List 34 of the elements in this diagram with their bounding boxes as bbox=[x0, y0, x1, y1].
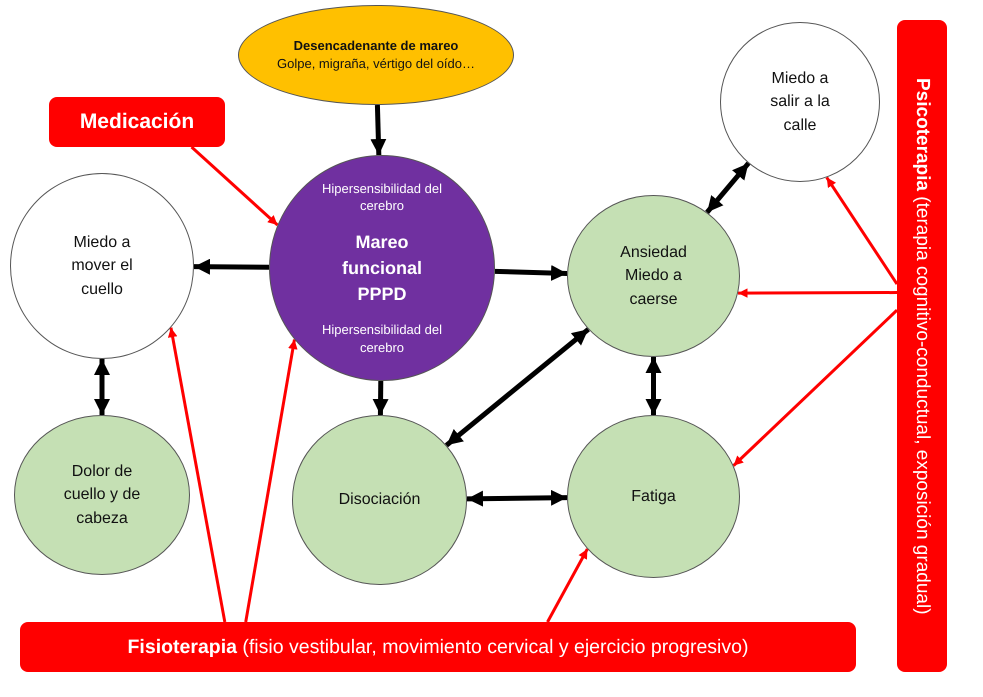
node-label: Ansiedad bbox=[620, 243, 687, 264]
node-label: Fatiga bbox=[631, 486, 676, 507]
arrow bbox=[244, 339, 298, 622]
arrow bbox=[732, 309, 898, 467]
arrow bbox=[738, 288, 897, 298]
node-label: Fisioterapia (fisio vestibular, movimiento cervical y ejercicio progresivo) bbox=[128, 634, 748, 660]
treatment-bar bbox=[20, 622, 856, 672]
node-label: Miedo a mover el cuello bbox=[70, 233, 134, 300]
node-label: Disociación bbox=[338, 490, 420, 510]
arrow bbox=[190, 146, 279, 226]
arrow bbox=[444, 327, 590, 448]
arrow bbox=[825, 176, 898, 285]
node-label: Medicación bbox=[80, 108, 194, 135]
node-label: Miedo a caerse bbox=[624, 266, 683, 310]
node-label: Miedo a salir a la calle bbox=[769, 69, 831, 136]
arrow bbox=[646, 357, 662, 415]
arrow bbox=[94, 359, 110, 415]
arrow bbox=[168, 327, 226, 622]
node-label: Mareo funcional PPPD bbox=[341, 230, 423, 306]
arrow bbox=[705, 162, 750, 214]
node-label: Desencadenante de mareo bbox=[294, 37, 458, 55]
node-label: Golpe, migraña, vértigo del oído… bbox=[277, 55, 475, 73]
arrow bbox=[194, 258, 270, 275]
treatment-bar bbox=[897, 20, 947, 672]
arrow bbox=[466, 490, 568, 507]
arrow bbox=[494, 264, 568, 281]
arrow bbox=[372, 380, 389, 416]
node-label: Hipersensibilidad del cerebro bbox=[321, 321, 443, 356]
treatment-box bbox=[49, 97, 225, 147]
node-label: Dolor de cuello y de cabeza bbox=[62, 462, 142, 529]
node-label: Hipersensibilidad del cerebro bbox=[321, 180, 443, 215]
arrow bbox=[370, 104, 386, 156]
arrow bbox=[546, 548, 589, 623]
node-label: Psicoterapia (terapia cognitivo-conductual, exposición gradual) bbox=[910, 78, 934, 614]
